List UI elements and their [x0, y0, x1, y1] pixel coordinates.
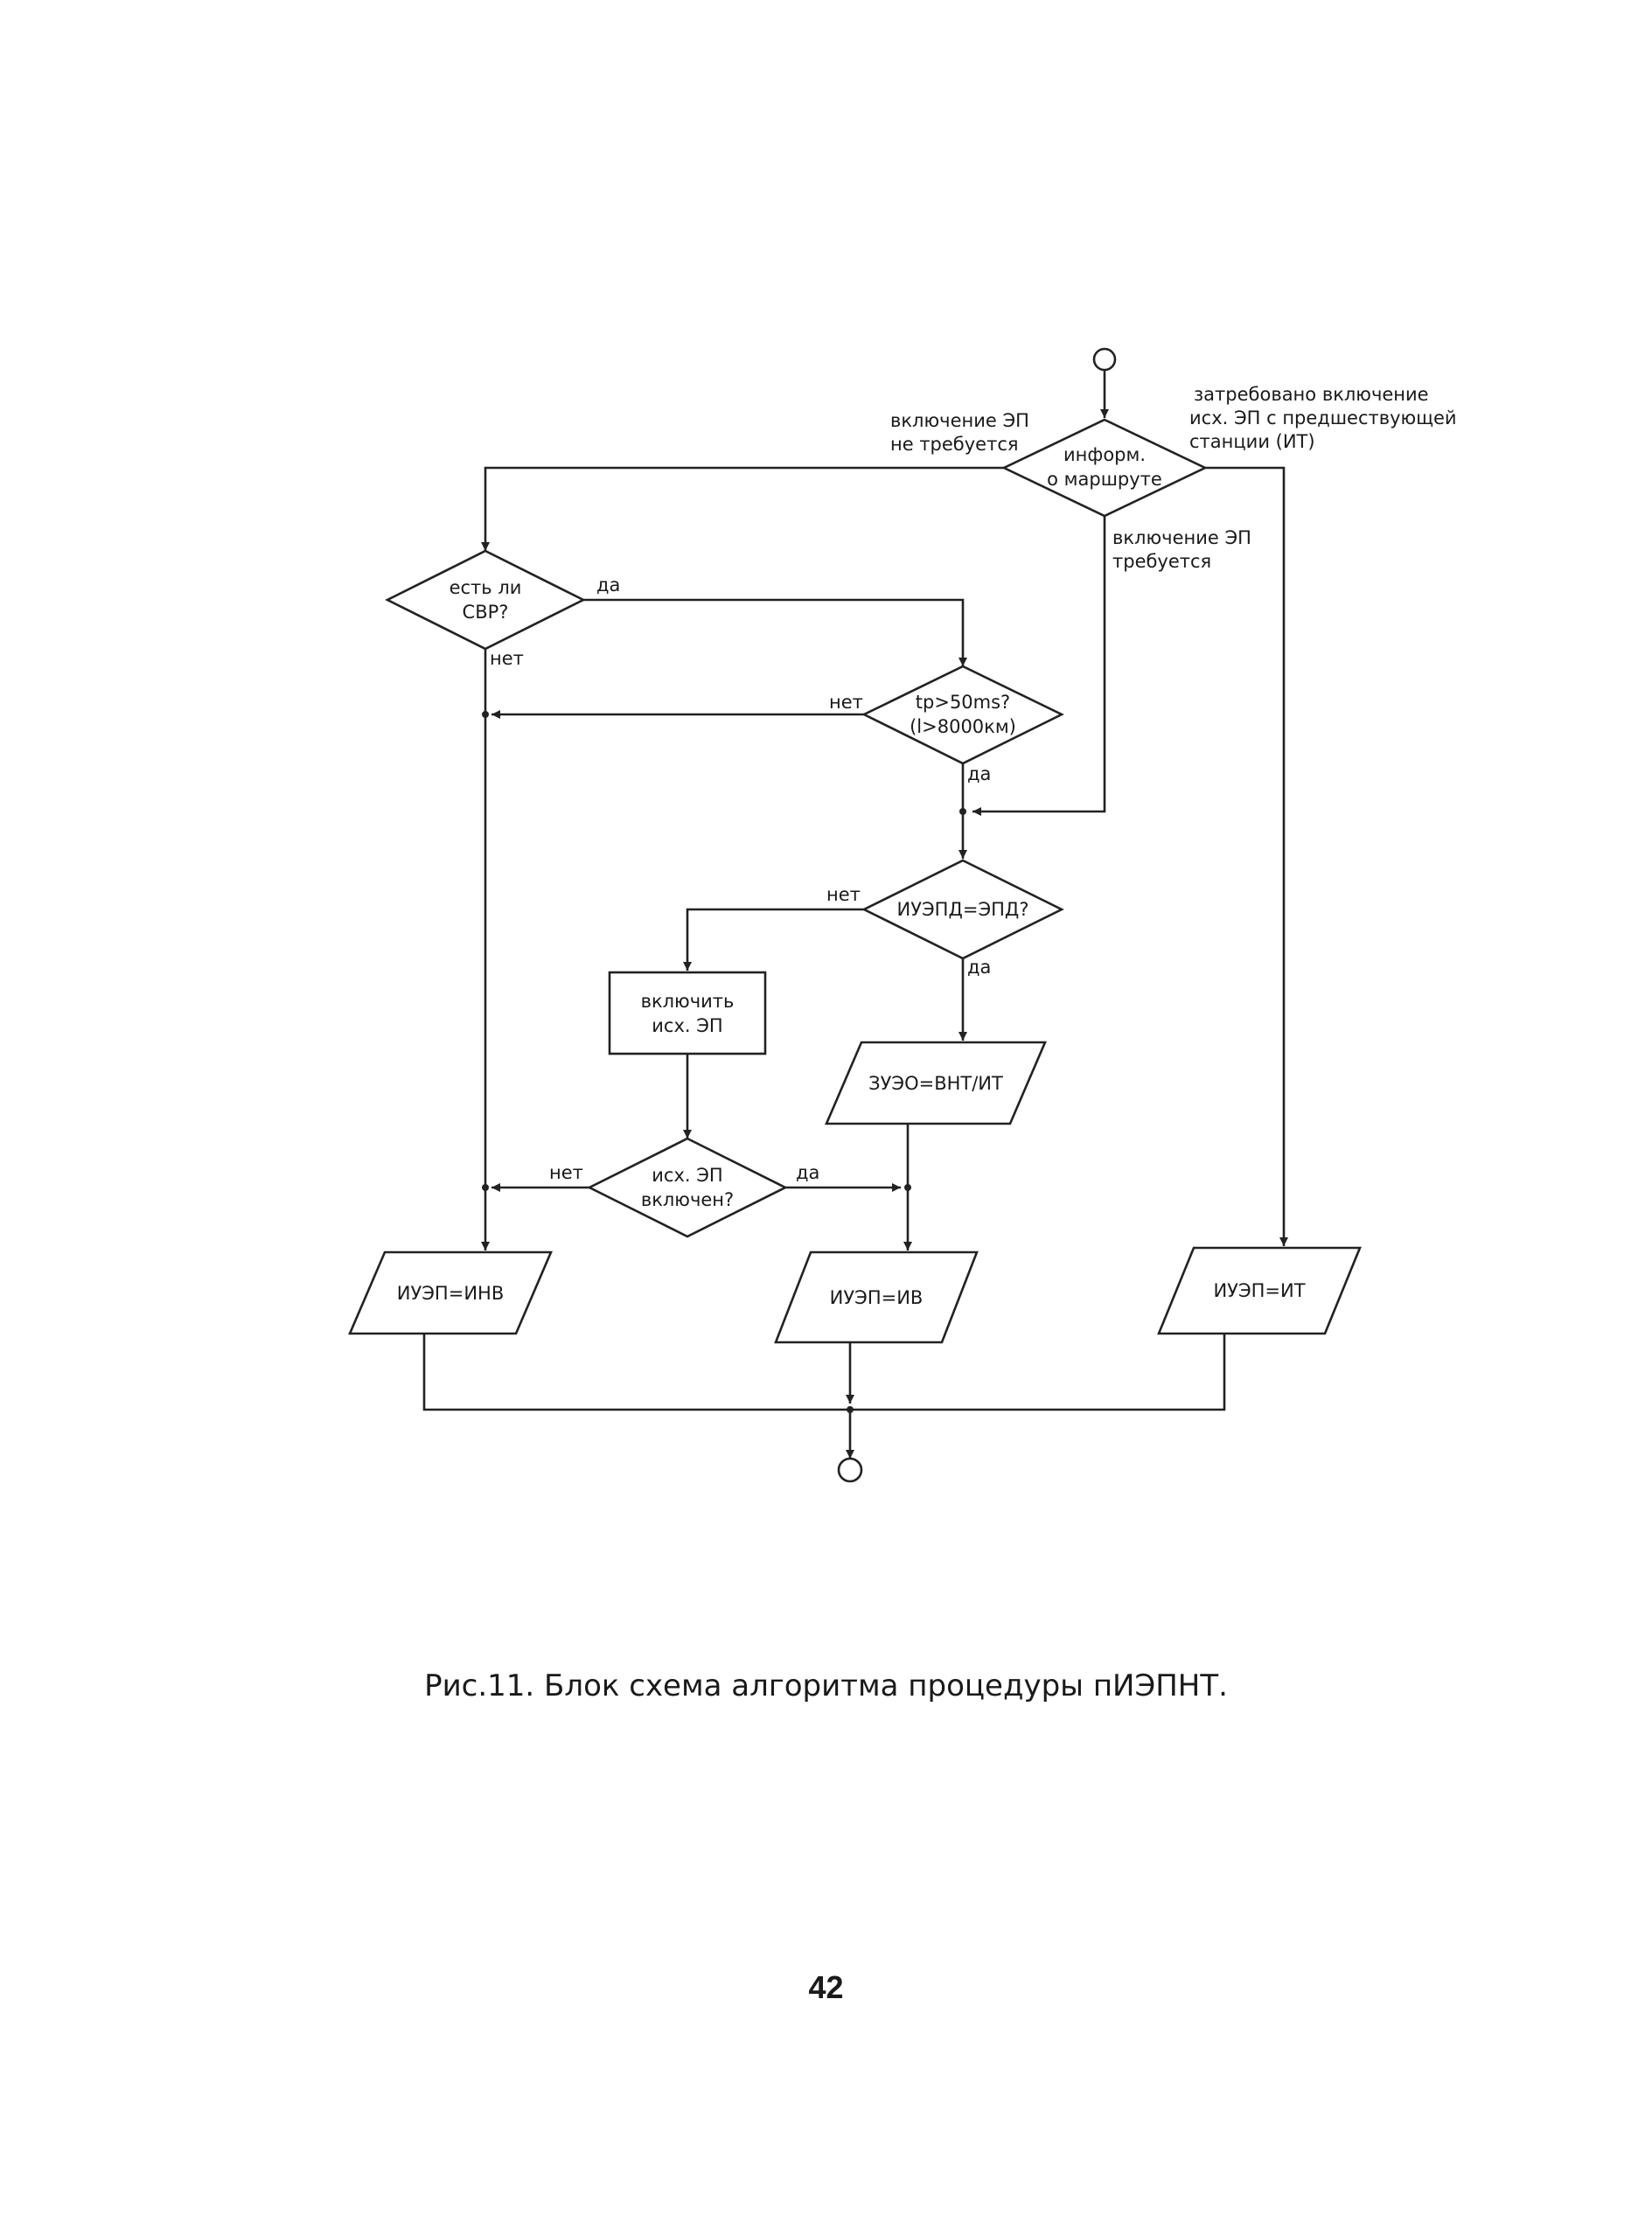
label-delay-no: нет: [829, 692, 863, 713]
label-required-1: включение ЭП: [1112, 527, 1251, 548]
line-bottom-merge: [422, 1334, 1226, 1411]
end-terminal: [837, 1457, 863, 1483]
label-requested-2: исх. ЭП с предшествующей: [1189, 407, 1457, 428]
label-iuepd-yes: да: [967, 957, 991, 978]
zueo-label: ЗУЭО=ВНТ/ИТ: [868, 1073, 1003, 1094]
iuepd-line1: ИУЭПД=ЭПД?: [897, 899, 1029, 920]
label-svr-yes: да: [596, 575, 620, 596]
svr-decision: [385, 549, 586, 651]
ep-enabled-line1: исх. ЭП: [652, 1165, 722, 1186]
arrow-route-to-merge: [972, 516, 1106, 816]
iuep-iv-label: ИУЭП=ИВ: [830, 1287, 924, 1308]
route-info-decision: [1000, 418, 1209, 518]
label-not-required-1: включение ЭП: [890, 410, 1029, 431]
label-svr-no: нет: [490, 648, 524, 669]
delay-decision: [861, 665, 1064, 765]
label-iuepd-no: нет: [826, 884, 861, 905]
label-enabled-no: нет: [549, 1162, 583, 1183]
label-delay-yes: да: [967, 763, 991, 784]
label-enabled-yes: да: [796, 1162, 819, 1183]
figure-caption: Рис.11. Блок схема алгоритма процедуры п…: [424, 1668, 1228, 1703]
enable-ep-line1: включить: [641, 991, 735, 1012]
label-requested-1: затребовано включение: [1194, 384, 1429, 405]
delay-line2: (l>8000км): [910, 716, 1016, 737]
svr-line1: есть ли: [450, 577, 522, 598]
route-info-line1: информ.: [1063, 444, 1146, 465]
label-required-2: требуется: [1112, 551, 1211, 572]
iuep-it-label: ИУЭП=ИТ: [1213, 1280, 1305, 1301]
delay-line1: tp>50ms?: [916, 692, 1010, 713]
svr-line2: СВР?: [463, 602, 509, 623]
arrow-iuepd-no: [683, 908, 864, 971]
iuep-inv-data: [348, 1250, 553, 1335]
arrow-svr-yes: [583, 598, 967, 666]
route-info-line2: о маршруте: [1047, 469, 1162, 490]
ep-enabled-line2: включен?: [641, 1189, 734, 1210]
zueo-data: [825, 1041, 1047, 1125]
label-not-required-2: не требуется: [890, 434, 1019, 455]
arrow-route-to-iuep-it: [1205, 466, 1288, 1246]
iuep-inv-label: ИУЭП=ИНВ: [397, 1283, 504, 1304]
page-number: 42: [808, 1969, 844, 2005]
arrow-route-to-svr: [481, 466, 1033, 551]
iuep-iv-data: [774, 1250, 979, 1344]
ep-enabled-decision: [587, 1137, 788, 1238]
connectors: [422, 370, 1288, 1459]
enable-ep-line2: исх. ЭП: [652, 1015, 722, 1036]
iuep-it-data: [1157, 1246, 1362, 1335]
start-terminal: [1092, 347, 1117, 372]
label-requested-3: станции (ИТ): [1189, 431, 1315, 452]
enable-ep-process: [608, 971, 767, 1055]
iuepd-decision: [861, 859, 1064, 960]
